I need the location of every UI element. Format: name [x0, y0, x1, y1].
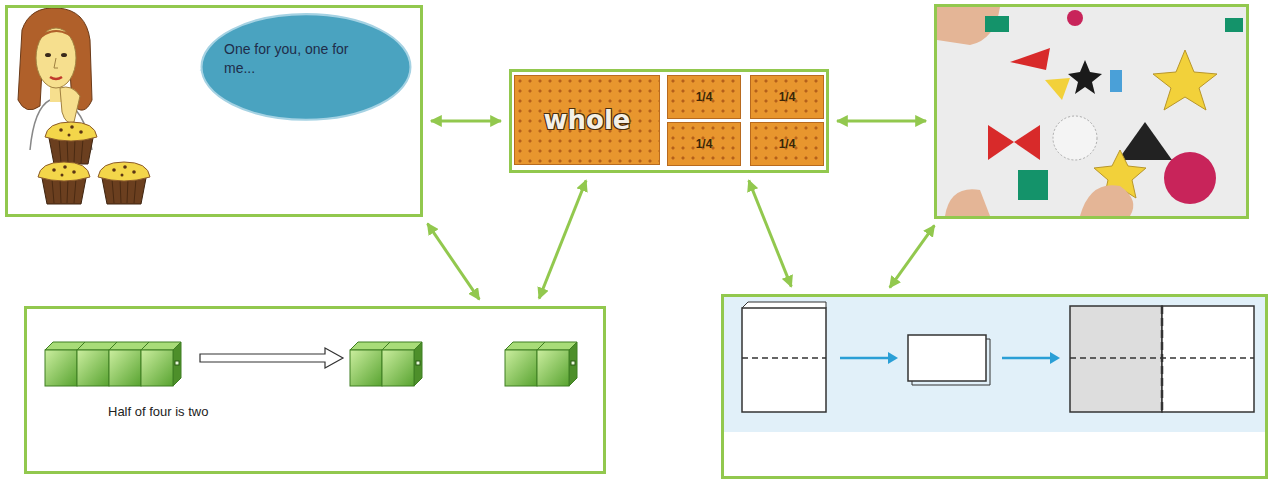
- woman-figure-part: [35, 30, 79, 44]
- double-arrow: [749, 180, 792, 286]
- double-arrow: [837, 119, 926, 122]
- shapes-photo-part: [1067, 10, 1083, 26]
- double-arrow: [539, 180, 586, 298]
- shapes-photo-part: [1153, 50, 1217, 110]
- shapes-photo-part: [1094, 150, 1146, 198]
- cracker-quarter: 1/4: [750, 122, 824, 166]
- cracker-quarter-text: 1/4: [779, 137, 796, 151]
- muffins-part: [38, 162, 90, 204]
- muffins: [38, 122, 150, 204]
- picture-box: One for you, one for me...: [5, 5, 423, 217]
- double-arrow: [890, 225, 935, 287]
- cubes-illustration-part: [45, 342, 85, 386]
- shapes-photo-part: [988, 125, 1014, 160]
- paper-folding-part: [908, 335, 986, 381]
- picture-box: [934, 4, 1249, 219]
- shapes-photo-part: [1110, 70, 1122, 92]
- picture-box: whole 1/4 1/4 1/4 1/4: [509, 69, 829, 173]
- shapes-photo-part: [1045, 78, 1070, 100]
- cracker-quarter: 1/4: [750, 75, 824, 119]
- paper-folding-part: [1070, 306, 1162, 412]
- cubes-illustration-part: [200, 348, 343, 368]
- paper-folding-part: [1161, 306, 1164, 412]
- woman-figure-part: [50, 77, 62, 79]
- paper-folding: [724, 297, 1265, 432]
- cubes-illustration-part: [350, 342, 390, 386]
- paper-folding-part: [742, 308, 826, 412]
- shapes-photo-part: [1053, 116, 1097, 160]
- picture-box: [721, 294, 1268, 479]
- cubes-illustration-part: [109, 342, 149, 386]
- speech-bubble-text: One for you, one for me...: [224, 40, 349, 78]
- cracker-quarter: 1/4: [667, 75, 741, 119]
- shapes-photo-part: [937, 7, 1246, 216]
- cracker-whole-text: whole: [544, 105, 631, 135]
- shapes-photo-part: [945, 189, 990, 216]
- picture-box-text: Half of four is two: [108, 404, 603, 419]
- shapes-photo-part: [1018, 170, 1048, 200]
- woman-figure-part: [18, 8, 92, 110]
- cracker-quarter: 1/4: [667, 122, 741, 166]
- woman-figure-part: [54, 58, 58, 68]
- cubes-illustration-part: [141, 342, 181, 386]
- speech-bubble: One for you, one for me...: [200, 12, 412, 124]
- woman-figure-part: [45, 53, 51, 57]
- paper-folding-part: [1162, 306, 1254, 412]
- cubes-illustration-part: [416, 361, 420, 365]
- woman-figure-part: [60, 87, 80, 123]
- cracker-whole: whole: [514, 75, 660, 165]
- woman-figure-part: [61, 53, 67, 57]
- cracker-quarter-text: 1/4: [696, 137, 713, 151]
- double-arrow: [431, 119, 501, 122]
- muffins-part: [45, 122, 97, 164]
- shapes-photo-part: [1164, 152, 1216, 204]
- shapes-photo-part: [1225, 18, 1243, 32]
- shapes-photo: [937, 7, 1246, 216]
- bubble-body: [202, 14, 411, 120]
- shapes-photo-part: [1010, 48, 1050, 70]
- shapes-photo-part: [1118, 122, 1172, 160]
- paper-folding-part: [840, 357, 888, 360]
- cubes-illustration-part: [382, 342, 422, 386]
- woman-figure-part: [50, 84, 62, 102]
- woman-figure-part: [36, 28, 76, 88]
- muffins-part: [98, 162, 150, 204]
- cubes-illustration-part: [77, 342, 117, 386]
- picture-box: Half of four is two: [24, 306, 606, 474]
- paper-folding-part: [1050, 352, 1060, 364]
- shapes-photo-part: [937, 7, 1000, 45]
- shapes-photo-part: [985, 16, 1009, 32]
- paper-folding-part: [912, 339, 990, 385]
- woman-figure: [18, 8, 92, 150]
- cubes-illustration-part: [571, 361, 575, 365]
- cracker-quarter-text: 1/4: [779, 90, 796, 104]
- paper-folding-part: [888, 352, 898, 364]
- paper-folding-part: [1002, 357, 1050, 360]
- shapes-photo-part: [1068, 60, 1102, 94]
- shapes-photo-part: [1014, 125, 1040, 160]
- paper-folding-part: [1070, 357, 1254, 359]
- cubes-illustration-part: [175, 361, 179, 365]
- shapes-photo-part: [1080, 185, 1133, 216]
- cubes-illustration-part: [537, 342, 577, 386]
- paper-folding-part: [742, 357, 826, 359]
- paper-folding-part: [724, 297, 1265, 432]
- woman-figure-part: [30, 100, 92, 150]
- cubes-illustration-part: [505, 342, 545, 386]
- paper-folding-part: [742, 302, 826, 308]
- double-arrow: [428, 224, 480, 300]
- cubes-illustration: [45, 342, 577, 386]
- cracker-quarter-text: 1/4: [696, 90, 713, 104]
